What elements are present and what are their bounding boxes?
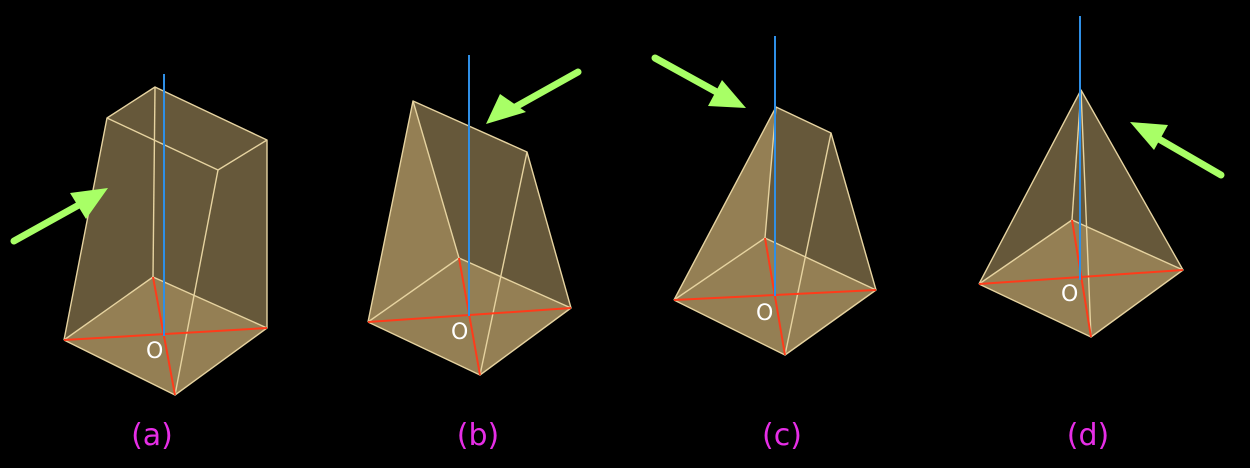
wedge-face xyxy=(368,101,527,375)
base-diagonal xyxy=(63,327,268,341)
panel-caption: (b) xyxy=(457,418,499,453)
origin-label: O xyxy=(756,301,773,326)
panel-c: O (c) xyxy=(651,36,877,453)
view-arrow xyxy=(1130,122,1225,179)
panel-caption: (a) xyxy=(131,418,173,453)
panel-caption: (d) xyxy=(1067,418,1109,453)
base-diagonal xyxy=(458,257,481,376)
view-arrow xyxy=(651,54,746,108)
wedge-face xyxy=(674,107,831,355)
origin-label: O xyxy=(146,339,163,364)
wedge-face xyxy=(785,133,876,355)
base-diagonal xyxy=(764,237,786,356)
origin-label: O xyxy=(451,320,468,345)
wedge-face xyxy=(480,152,571,375)
view-arrow xyxy=(10,188,108,245)
panel-a: O (a) xyxy=(10,74,268,453)
prism-face xyxy=(107,87,267,170)
pyramid-face xyxy=(1081,90,1183,337)
pyramid-face xyxy=(979,90,1091,337)
base-diagonal xyxy=(1071,219,1092,338)
origin-label: O xyxy=(1061,282,1078,307)
panel-b: O (b) xyxy=(367,55,582,453)
wedge-edges xyxy=(673,106,877,356)
prism-face xyxy=(64,118,218,395)
panel-d: O (d) xyxy=(978,16,1225,453)
view-arrow xyxy=(486,68,582,124)
panel-caption: (c) xyxy=(762,418,802,453)
